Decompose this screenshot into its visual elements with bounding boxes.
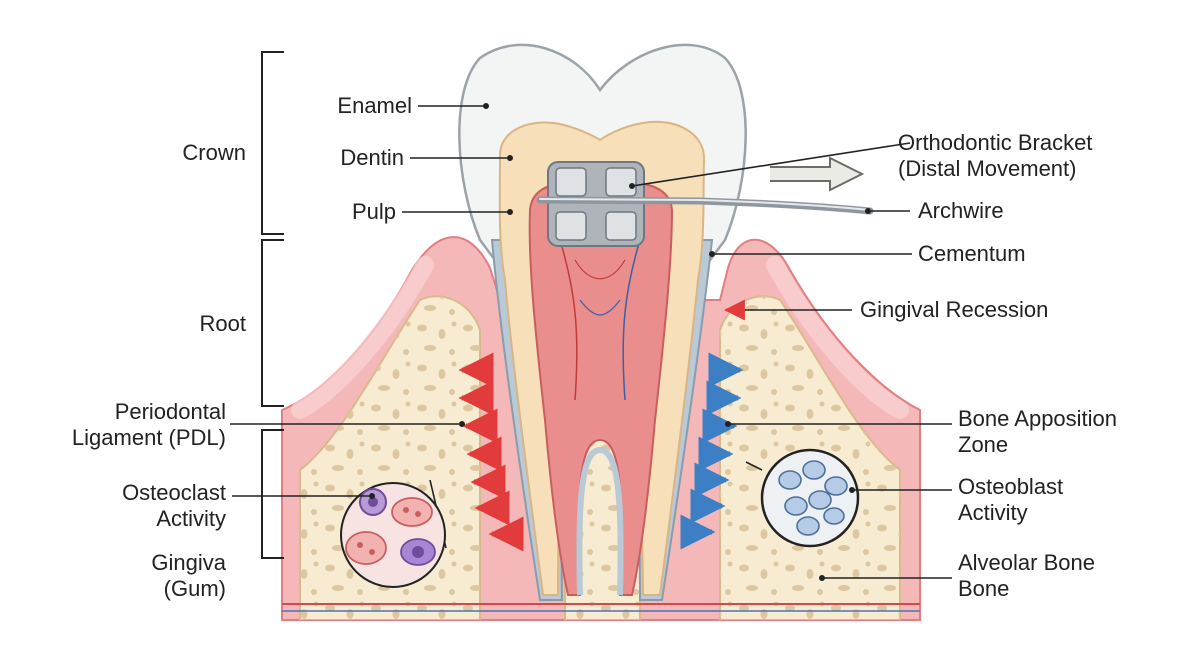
label-dentin: Dentin <box>340 145 404 170</box>
label-gingiva: Gingiva(Gum) <box>151 550 226 601</box>
leader-lines <box>230 105 952 579</box>
label-cementum: Cementum <box>918 241 1026 266</box>
apposition-arrows <box>680 352 744 550</box>
label-bracket: Orthodontic Bracket(Distal Movement) <box>898 130 1093 181</box>
crown-bracket <box>261 51 284 235</box>
label-pulp: Pulp <box>351 199 396 224</box>
resorption-arrows <box>458 352 524 552</box>
label-archwire: Archwire <box>918 198 1004 223</box>
movement-arrow-icon <box>770 156 865 192</box>
label-recession: Gingival Recession <box>860 297 1049 322</box>
lower-bracket <box>261 429 284 559</box>
label-crown: Crown <box>182 140 246 165</box>
root-bracket <box>261 239 284 407</box>
bracket-icon <box>547 161 645 247</box>
osteoblast-cell-icon <box>745 448 860 548</box>
label-enamel: Enamel <box>337 93 412 118</box>
leader-dots <box>369 103 871 581</box>
osteoclast-cell-icon <box>340 479 447 588</box>
label-root: Root <box>199 311 246 336</box>
